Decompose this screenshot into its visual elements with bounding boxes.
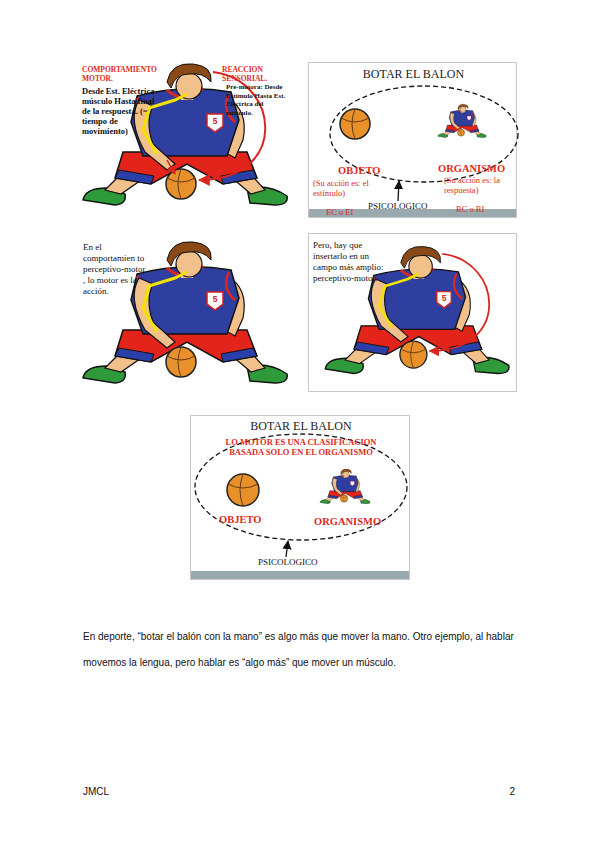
leader-arrow (398, 181, 399, 201)
leader-arrow (286, 541, 288, 557)
jersey-number: 5 (438, 292, 450, 304)
jersey-number: 5 (209, 293, 221, 305)
player-illustration (320, 469, 370, 504)
panel-title: BOTAR EL BALON (191, 419, 411, 433)
player-illustration (438, 104, 486, 137)
callout-heading: COMPORTAMIENTO MOTOR. (82, 66, 164, 83)
organism-code: RC o RI (456, 204, 506, 214)
nerve-line (143, 272, 187, 332)
ellipse-outline (195, 434, 407, 540)
object-label: OBJETO (219, 514, 289, 526)
motor-arrow (167, 160, 175, 174)
reaction-arc (430, 254, 490, 351)
callout-text: Desde Est. Eléctrica músculo Hasta final… (82, 86, 162, 136)
organism-label: ORGANISMO (314, 516, 404, 528)
field-label: PSICOLOGICO (258, 557, 328, 568)
body-paragraph: En deporte, “botar el balón con la mano”… (83, 624, 535, 676)
panel-note: En el comportamien to perceptivo-motor ,… (83, 242, 147, 297)
callout-text: Pre-motora: Desde Estímulo Hasta Est. El… (226, 83, 290, 117)
ball (227, 474, 259, 506)
player-illustration (83, 242, 287, 383)
organism-note: (Su acción es: la respuesta) (444, 175, 516, 195)
object-label: OBJETO (338, 165, 408, 177)
dashed-ellipse: LO MOTOR ES UNA CLASIFICACION BASADA SOL… (194, 433, 408, 541)
panel-frame: Pero, hay que insertarlo en un campo más… (308, 233, 517, 392)
ball-seam (228, 474, 258, 506)
panel-frame: BOTAR EL BALON OBJETO(Su acción es: el es… (308, 62, 517, 218)
callout-heading: REACCION SENSORIAL. (222, 66, 288, 83)
panel-note: Pero, hay que insertarlo en un campo más… (313, 240, 391, 284)
ball-seam (341, 109, 369, 139)
object-note: (Su acción es: el estímulo) (313, 178, 381, 198)
field-label: PSICOLOGICO (368, 201, 438, 212)
panel-frame: BOTAR EL BALON LO MOTOR ES UNA CLASIFICAC… (190, 415, 410, 580)
ground-band (191, 571, 409, 579)
jersey-number: 5 (209, 115, 221, 127)
page-number: 2 (495, 786, 515, 798)
nerve-line (379, 274, 419, 328)
ball (340, 109, 370, 139)
panel-title: BOTAR EL BALON (309, 67, 518, 81)
footer-author: JMCL (83, 786, 143, 798)
ellipse-heading: LO MOTOR ES UNA CLASIFICACION BASADA SOL… (216, 437, 386, 457)
organism-label: ORGANISMO (438, 163, 523, 175)
dashed-ellipse: OBJETO(Su acción es: el estímulo)EC o EI… (329, 85, 519, 183)
